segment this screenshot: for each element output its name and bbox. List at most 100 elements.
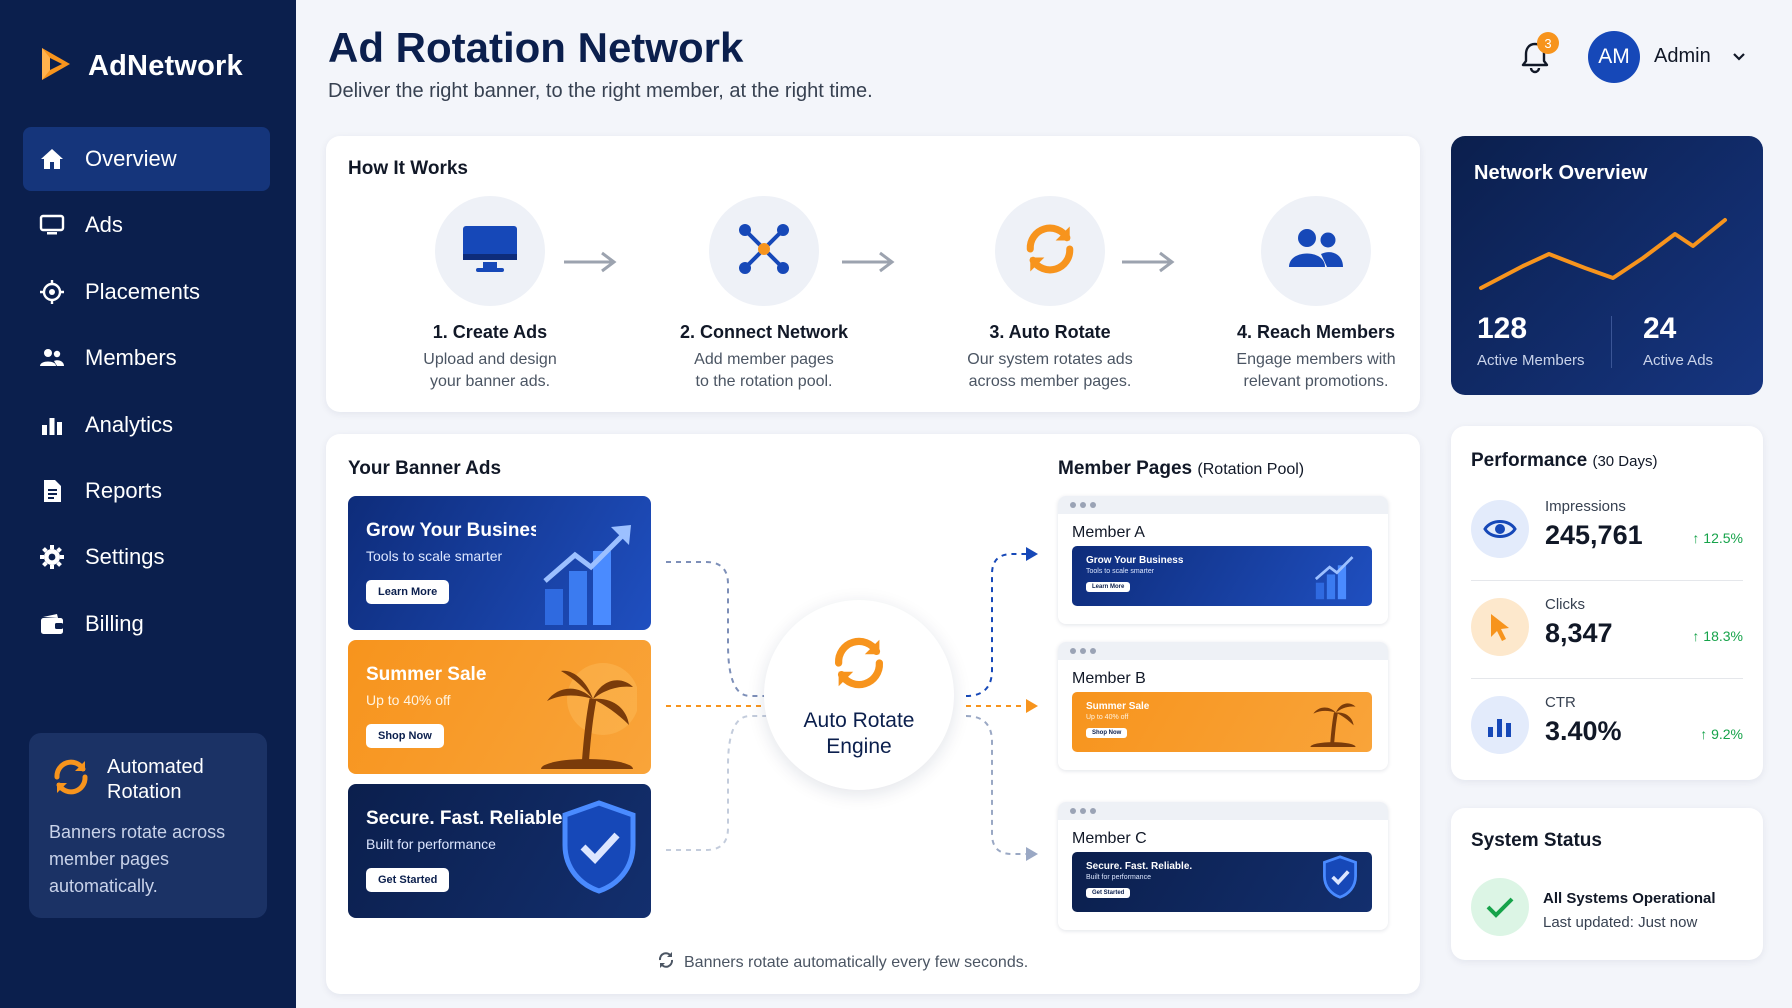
active-members-stat: 128 Active Members xyxy=(1477,312,1585,369)
window-dots xyxy=(1058,496,1388,514)
banner-ads-title: Your Banner Ads xyxy=(348,458,502,479)
banner-ad-secure[interactable]: Secure. Fast. Reliable. Built for perfor… xyxy=(348,784,651,918)
metric-change: ↑ 18.3% xyxy=(1692,628,1743,644)
growth-chart-icon xyxy=(1314,547,1358,606)
palm-tree-icon xyxy=(1308,693,1358,752)
performance-card: Performance (30 Days) Impressions 245,76… xyxy=(1451,426,1763,780)
stat-divider xyxy=(1611,316,1612,368)
shop-now-button[interactable]: Shop Now xyxy=(366,724,444,748)
member-page-c[interactable]: Member C Secure. Fast. Reliable. Built f… xyxy=(1058,802,1388,930)
sidebar-item-billing[interactable]: Billing xyxy=(23,592,270,656)
banner-title: Summer Sale xyxy=(366,664,487,685)
how-it-works-title: How It Works xyxy=(348,158,468,179)
sidebar-item-label: Analytics xyxy=(85,411,174,437)
network-trend-line xyxy=(1479,218,1727,290)
how-it-works-card: How It Works 1. Create Ads Upload and de… xyxy=(326,136,1420,412)
banner-title: Grow Your Business xyxy=(366,520,536,541)
step-icon-circle xyxy=(995,196,1105,306)
rotation-card: Your Banner Ads Grow Your Business Tools… xyxy=(326,434,1420,994)
user-name[interactable]: Admin xyxy=(1654,45,1711,67)
sidebar-item-ads[interactable]: Ads xyxy=(23,193,270,257)
metric-label: Clicks xyxy=(1545,596,1585,613)
step-name: 1. Create Ads xyxy=(432,322,548,342)
active-members-value: 128 xyxy=(1477,312,1528,345)
metric-divider xyxy=(1471,580,1743,581)
metric-value: 8,347 xyxy=(1545,618,1613,648)
document-icon xyxy=(37,476,67,506)
eye-icon xyxy=(1471,500,1529,558)
banner-subtitle: Built for performance xyxy=(366,836,496,852)
cursor-icon xyxy=(1471,598,1529,656)
shield-check-icon xyxy=(1322,855,1358,904)
mini-banner-secure: Secure. Fast. Reliable. Built for perfor… xyxy=(1072,852,1372,912)
brand-name: AdNetwork xyxy=(88,50,243,82)
metric-value: 3.40% xyxy=(1545,716,1622,746)
rotate-icon xyxy=(1019,218,1081,285)
metric-value: 245,761 xyxy=(1545,520,1643,550)
metric-label: CTR xyxy=(1545,694,1576,711)
users-icon xyxy=(1287,227,1345,276)
member-pages-title: Member Pages (Rotation Pool) xyxy=(1058,458,1305,479)
growth-chart-icon xyxy=(541,515,637,630)
system-status-title: System Status xyxy=(1471,830,1602,851)
metric-change: ↑ 9.2% xyxy=(1700,726,1743,742)
step-name: 3. Auto Rotate xyxy=(989,322,1111,342)
brand-logo[interactable]: AdNetwork xyxy=(38,44,243,89)
notification-badge: 3 xyxy=(1537,32,1559,54)
monitor-icon xyxy=(461,224,519,279)
get-started-button[interactable]: Get Started xyxy=(366,868,450,892)
network-overview-title: Network Overview xyxy=(1474,162,1648,184)
arrow-right-icon xyxy=(562,248,618,281)
member-name: Member A xyxy=(1072,524,1145,541)
automated-rotation-card: Automated Rotation Banners rotate across… xyxy=(29,733,267,918)
step-name: 4. Reach Members xyxy=(1236,322,1396,342)
member-name: Member B xyxy=(1072,670,1146,687)
palm-tree-icon xyxy=(537,659,639,774)
rotation-note: Banners rotate automatically every few s… xyxy=(656,950,1028,975)
ctr-metric: CTR 3.40% ↑ 9.2% xyxy=(1471,690,1743,760)
sidebar-item-settings[interactable]: Settings xyxy=(23,525,270,589)
active-ads-stat: 24 Active Ads xyxy=(1643,312,1713,369)
sidebar-item-placements[interactable]: Placements xyxy=(23,260,270,324)
users-icon xyxy=(37,343,67,373)
step-icon-circle xyxy=(1261,196,1371,306)
mini-banner-summer: Summer Sale Up to 40% off Shop Now xyxy=(1072,692,1372,752)
banner-ad-grow[interactable]: Grow Your Business Tools to scale smarte… xyxy=(348,496,651,630)
arrow-right-icon xyxy=(840,248,896,281)
metric-change: ↑ 12.5% xyxy=(1692,530,1743,546)
member-page-b[interactable]: Member B Summer Sale Up to 40% off Shop … xyxy=(1058,642,1388,770)
sidebar-item-label: Reports xyxy=(85,477,163,503)
bar-chart-icon xyxy=(1471,696,1529,754)
step-icon-circle xyxy=(435,196,545,306)
system-updated-text: Last updated: Just now xyxy=(1543,914,1698,931)
rotate-icon xyxy=(827,631,891,700)
sidebar-item-label: Overview xyxy=(85,146,177,171)
sidebar-item-label: Ads xyxy=(85,212,123,238)
system-status-text: All Systems Operational xyxy=(1543,890,1716,907)
sidebar-item-members[interactable]: Members xyxy=(23,326,270,390)
network-icon xyxy=(737,222,791,281)
chevron-down-icon[interactable] xyxy=(1730,48,1748,71)
metric-label: Impressions xyxy=(1545,498,1626,515)
sidebar-item-overview[interactable]: Overview xyxy=(23,127,270,191)
step-name: 2. Connect Network xyxy=(679,322,849,342)
learn-more-button[interactable]: Learn More xyxy=(366,580,450,604)
avatar[interactable]: AM xyxy=(1588,31,1640,83)
sidebar-nav: Overview Ads Placements Members Analytic… xyxy=(23,127,270,658)
performance-title: Performance (30 Days) xyxy=(1471,450,1658,471)
gear-icon xyxy=(37,542,67,572)
banner-ad-summer[interactable]: Summer Sale Up to 40% off Shop Now xyxy=(348,640,651,774)
bar-chart-icon xyxy=(37,410,67,440)
sidebar-item-analytics[interactable]: Analytics xyxy=(23,393,270,457)
check-icon xyxy=(1471,878,1529,936)
member-page-a[interactable]: Member A Grow Your Business Tools to sca… xyxy=(1058,496,1388,624)
system-status-card: System Status All Systems Operational La… xyxy=(1451,808,1763,960)
impressions-metric: Impressions 245,761 ↑ 12.5% xyxy=(1471,494,1743,564)
target-icon xyxy=(37,277,67,307)
active-members-label: Active Members xyxy=(1477,352,1585,369)
sidebar-item-reports[interactable]: Reports xyxy=(23,459,270,523)
